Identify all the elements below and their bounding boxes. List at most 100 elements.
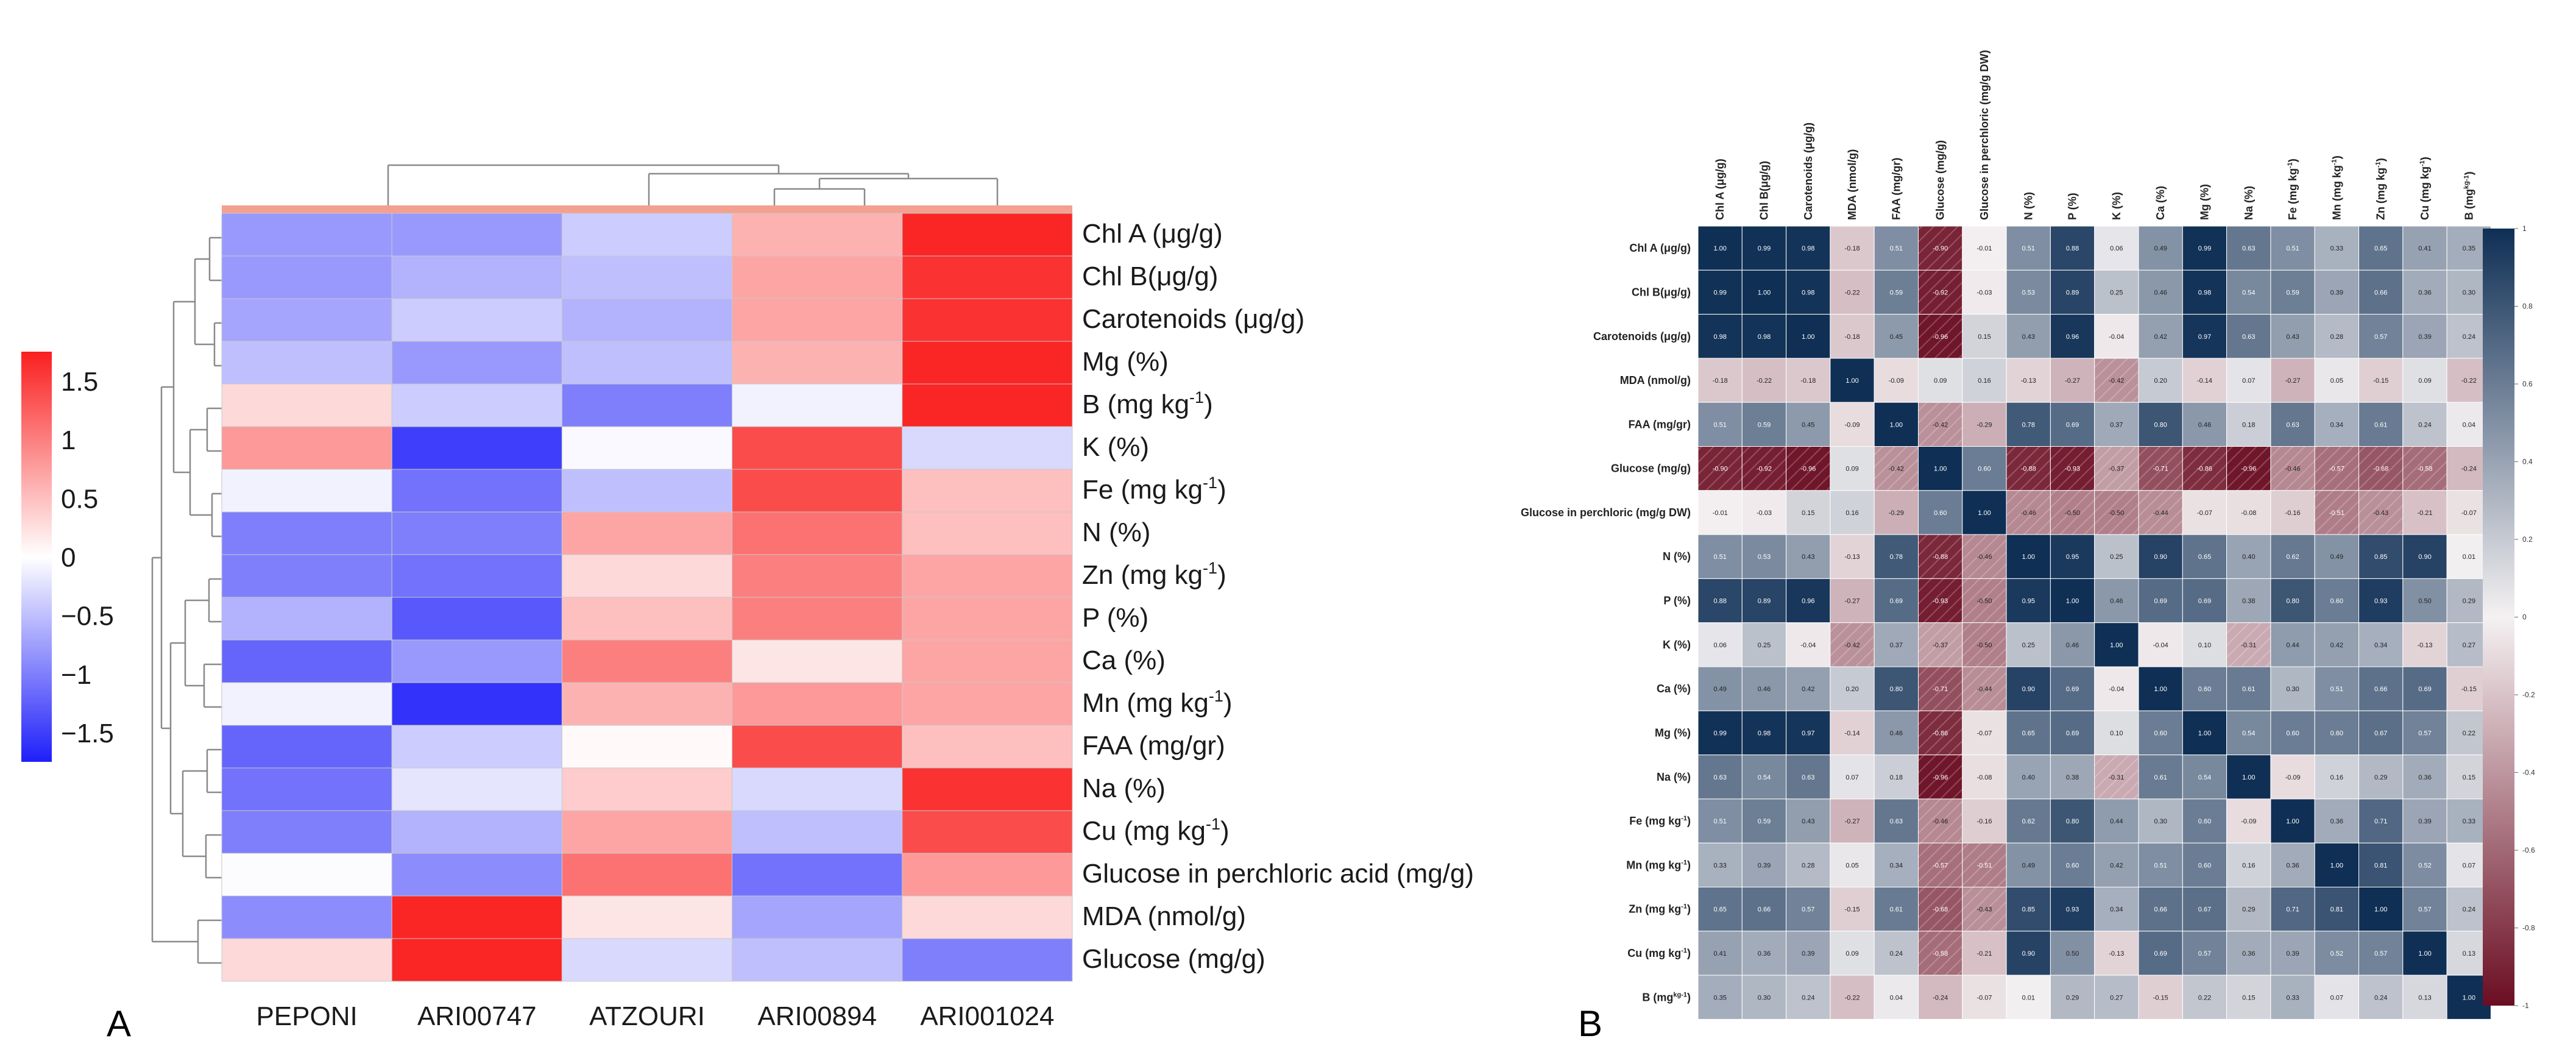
correlation-row-label: Fe (mg kg-1) (1629, 815, 1691, 827)
correlation-cell (2182, 226, 2227, 271)
correlation-column-label: Mn (mg kg-1) (2330, 155, 2343, 220)
correlation-value: 0.53 (1758, 553, 1771, 561)
correlation-cell (2270, 269, 2315, 315)
heatmap-cell (902, 938, 1073, 982)
correlation-cell (2270, 887, 2315, 932)
correlation-cell (2138, 402, 2183, 447)
correlation-value: 0.49 (1713, 686, 1726, 693)
correlation-value: 0.63 (1802, 774, 1814, 781)
correlation-cell (1697, 490, 1743, 535)
correlation-value: 1.00 (2463, 994, 2475, 1001)
correlation-cell (1741, 358, 1787, 403)
correlation-cell (2006, 226, 2051, 271)
correlation-value: 1.00 (2242, 774, 2255, 781)
row-label: N (%) (1082, 517, 1150, 547)
correlation-cell (2006, 269, 2051, 315)
correlation-value: 1.00 (1890, 421, 1903, 428)
correlation-value: -0.86 (1933, 730, 1948, 737)
negative-hatch (2226, 446, 2271, 491)
correlation-cell (2226, 975, 2271, 1020)
correlation-cell (2050, 358, 2095, 403)
heatmap-cell (732, 554, 903, 598)
negative-hatch (1830, 622, 1875, 667)
correlation-value: -0.13 (1845, 553, 1860, 561)
correlation-value: 0.18 (1890, 774, 1903, 781)
correlation-value: 0.96 (1802, 598, 1814, 605)
correlation-cell (2314, 710, 2359, 756)
correlation-value: 0.80 (2066, 818, 2079, 825)
correlation-cell (2358, 226, 2404, 271)
correlation-cell (1918, 358, 1963, 403)
correlation-value: 0.98 (2198, 289, 2211, 296)
correlation-value: -0.07 (2461, 510, 2477, 517)
heatmap-cell (391, 298, 562, 342)
correlation-cell (2270, 798, 2315, 844)
heatmap-cell (221, 426, 392, 470)
correlation-value: 0.81 (2374, 862, 2387, 869)
correlation-cell (1741, 798, 1787, 844)
correlation-cell (2402, 226, 2447, 271)
correlation-value: 0.25 (2022, 642, 2035, 649)
correlation-value: 0.53 (2022, 289, 2035, 296)
heatmap-cell (221, 554, 392, 598)
correlation-value: 0.71 (2286, 906, 2299, 914)
correlation-value: 0.69 (2154, 950, 2167, 957)
heatmap-cell (902, 341, 1073, 385)
correlation-value: 0.39 (2330, 289, 2343, 296)
correlation-value: -0.68 (1933, 906, 1948, 914)
correlation-cell (2402, 666, 2447, 711)
correlation-value: -0.01 (1713, 510, 1728, 517)
correlation-cell (2270, 755, 2315, 800)
correlation-cell (2226, 534, 2271, 579)
heatmap-cell (391, 810, 562, 854)
correlation-cell (2050, 534, 2095, 579)
correlation-value: 0.46 (2154, 289, 2167, 296)
correlation-value: 0.45 (1890, 333, 1903, 341)
correlation-cell (2270, 931, 2315, 976)
correlation-value: 0.15 (2463, 774, 2475, 781)
correlation-value: 0.57 (2374, 950, 2387, 957)
negative-hatch (1918, 535, 1962, 579)
correlation-value: 0.98 (1802, 289, 1814, 296)
negative-hatch (2094, 755, 2139, 799)
correlation-cell (1874, 314, 1919, 359)
correlation-value: 0.51 (2286, 245, 2299, 252)
correlation-value: -0.22 (2461, 377, 2477, 385)
correlation-value: 0.90 (2418, 553, 2431, 561)
row-label: Glucose in perchloric acid (mg/g) (1082, 859, 1474, 889)
negative-hatch (1962, 887, 2007, 931)
correlation-value: -0.44 (1976, 686, 1992, 693)
correlation-value: 0.16 (2330, 774, 2343, 781)
correlation-value: 0.61 (2154, 774, 2167, 781)
correlation-colorbar-tick-label: 0.8 (2522, 302, 2533, 311)
correlation-value: 0.59 (2286, 289, 2299, 296)
negative-hatch (2402, 446, 2447, 491)
correlation-value: 0.61 (2374, 421, 2387, 428)
correlation-value: -0.88 (1933, 553, 1948, 561)
correlation-cell (1786, 490, 1831, 535)
heatmap-cell (732, 255, 903, 299)
correlation-cell (2226, 842, 2271, 887)
heatmap-cell (902, 810, 1073, 854)
correlation-value: 0.61 (2242, 686, 2255, 693)
correlation-value: 0.60 (2066, 862, 2079, 869)
correlation-value: 0.63 (1890, 818, 1903, 825)
correlation-value: 0.36 (2242, 950, 2255, 957)
correlation-value: 0.60 (2154, 730, 2167, 737)
correlation-cell (1874, 887, 1919, 932)
correlation-value: 0.54 (2242, 289, 2255, 296)
correlation-cell (2358, 975, 2404, 1020)
row-dendrogram (151, 236, 222, 964)
correlation-cell (2094, 931, 2139, 976)
heatmap-cell (221, 682, 392, 726)
correlation-value: 0.44 (2286, 642, 2299, 649)
heatmap-cell (902, 298, 1073, 342)
correlation-value: 0.28 (1802, 862, 1814, 869)
correlation-value: 0.61 (1890, 906, 1903, 914)
negative-hatch (2226, 622, 2271, 667)
correlation-cell (1697, 975, 1743, 1020)
correlation-cell (2006, 666, 2051, 711)
heatmap-cell (732, 895, 903, 939)
heatmap-cell (732, 938, 903, 982)
heatmap-cell (732, 298, 903, 342)
